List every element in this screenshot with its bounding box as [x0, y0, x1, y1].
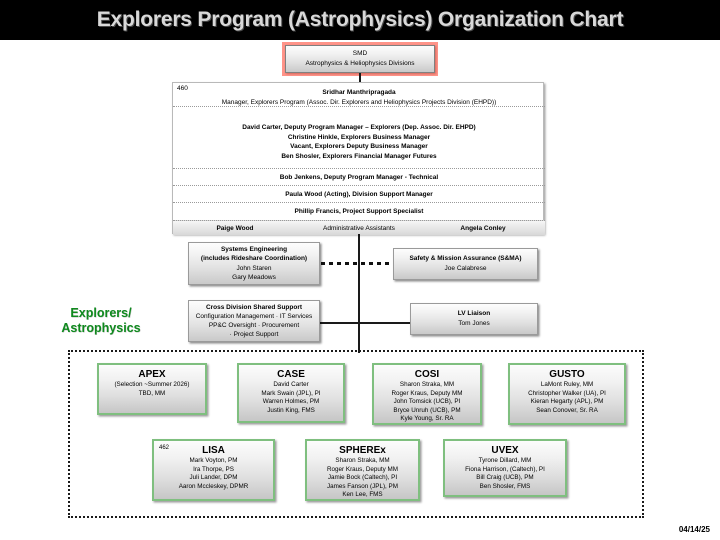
side-label-line1: Explorers/: [70, 306, 132, 320]
mission-box-spherex[interactable]: SPHEREx Sharon Straka, MM Roger Kraus, D…: [305, 439, 420, 501]
lv-liaison-box: LV Liaison Tom Jones: [410, 303, 538, 335]
program-office-panel: 460 Sridhar Manthripragada Manager, Expl…: [172, 82, 545, 235]
project-support-row: Phillip Francis, Project Support Special…: [173, 203, 545, 220]
connector-panel-trunk: [358, 234, 360, 353]
mission-member: Mark Swain (JPL), PI: [261, 389, 321, 397]
cross-division-shared-support-box: Cross Division Shared Support Configurat…: [188, 300, 320, 342]
mission-member: Bryce Unruh (UCB), PM: [393, 406, 461, 414]
page-title: Explorers Program (Astrophysics) Organiz…: [96, 8, 624, 31]
mission-member: (Selection ~Summer 2026): [114, 381, 190, 388]
safety-mission-assurance-box: Safety & Mission Assurance (S&MA) Joe Ca…: [393, 248, 538, 280]
mission-box-apex[interactable]: APEX (Selection ~Summer 2026) TBD, MM: [97, 363, 207, 415]
mission-box-gusto[interactable]: GUSTO LaMont Ruley, MM Christopher Walke…: [508, 363, 626, 425]
mission-title: UVEX: [491, 445, 519, 456]
cdss-line: PP&C Oversight · Procurement: [208, 322, 300, 329]
connector-se-sma-dotted: [321, 262, 393, 265]
staff-line: Ben Shosler, Explorers Financial Manager…: [281, 152, 437, 160]
admin-center-label: Administrative Assistants: [323, 224, 395, 232]
systems-engineering-box: Systems Engineering (includes Rideshare …: [188, 242, 320, 285]
cdss-line: Configuration Management · IT Services: [195, 313, 313, 320]
manager-role: Manager, Explorers Program (Assoc. Dir. …: [221, 98, 497, 106]
mission-member: TBD, MM: [138, 389, 166, 397]
mission-box-uvex[interactable]: UVEX Tyrone Dillard, MM Fiona Harrison, …: [443, 439, 567, 497]
mission-member: Bill Craig (UCB), PM: [476, 474, 534, 482]
tech-deputy-row: Bob Jenkens, Deputy Program Manager - Te…: [173, 169, 545, 186]
title-bar: Explorers Program (Astrophysics) Organiz…: [0, 0, 720, 40]
date-label: 04/14/25: [678, 525, 710, 534]
mission-member: Kyle Young, Sr. RA: [400, 415, 454, 423]
mission-member: Roger Kraus, Deputy MM: [326, 465, 399, 473]
sma-title: Safety & Mission Assurance (S&MA): [409, 255, 522, 262]
smd-box: SMD Astrophysics & Heliophysics Division…: [285, 45, 435, 73]
admin-left-name: Paige Wood: [216, 224, 254, 232]
connector-se-branch: [320, 322, 360, 324]
mission-code: 462: [159, 445, 170, 451]
smd-line1: SMD: [352, 50, 368, 57]
se-member: Gary Meadows: [232, 274, 276, 281]
mission-title: APEX: [138, 369, 166, 380]
staff-line: Christine Hinkle, Explorers Business Man…: [287, 133, 431, 141]
mission-member: Roger Kraus, Deputy MM: [391, 389, 463, 397]
mission-member: Jamie Bock (Caltech), PI: [327, 474, 398, 482]
mission-box-cosi[interactable]: COSI Sharon Straka, MM Roger Kraus, Depu…: [372, 363, 482, 425]
mission-box-case[interactable]: CASE David Carter Mark Swain (JPL), PI W…: [237, 363, 345, 423]
mission-member: Fiona Harrison, (Caltech), PI: [465, 465, 545, 473]
division-support-row: Paula Wood (Acting), Division Support Ma…: [173, 186, 545, 203]
mission-member: Ben Shosler, FMS: [479, 482, 531, 490]
mission-title: SPHEREx: [339, 445, 386, 456]
sma-member: Joe Calabrese: [444, 265, 487, 272]
explorers-astrophysics-label: Explorers/ Astrophysics: [36, 306, 166, 336]
panel-code: 460: [177, 85, 188, 92]
mission-member: Ken Lee, FMS: [342, 491, 383, 499]
se-member: John Staren: [236, 264, 272, 272]
mission-member: Sean Conover, Sr. RA: [536, 406, 598, 414]
lv-member: Tom Jones: [458, 320, 490, 327]
project-support-label: Phillip Francis, Project Support Special…: [294, 208, 424, 215]
connector-smd-to-panel: [359, 73, 361, 83]
manager-section: Sridhar Manthripragada Manager, Explorer…: [173, 85, 545, 107]
mission-box-lisa[interactable]: 462 LISA Mark Voyton, PM Ira Thorpe, PS …: [152, 439, 275, 501]
mission-member: Kieran Hegarty (APL), PM: [530, 398, 604, 406]
admin-right-name: Angela Conley: [460, 224, 506, 232]
mission-member: Aaron Mccleskey, DPMR: [178, 482, 249, 490]
mission-member: Justin King, FMS: [267, 406, 315, 414]
se-title-line1: Systems Engineering: [220, 245, 288, 253]
mission-member: LaMont Ruley, MM: [540, 381, 594, 388]
smd-line2: Astrophysics & Heliophysics Divisions: [305, 60, 415, 67]
staff-line: David Carter, Deputy Program Manager – E…: [242, 124, 476, 131]
mission-member: Sharon Straka, MM: [399, 381, 455, 388]
deputy-staff-section: David Carter, Deputy Program Manager – E…: [173, 109, 545, 169]
mission-member: James Fanson (JPL), PM: [326, 482, 399, 490]
mission-group-border: [68, 350, 644, 518]
tech-deputy-label: Bob Jenkens, Deputy Program Manager - Te…: [279, 174, 439, 181]
mission-member: Mark Voyton, PM: [189, 457, 238, 464]
mission-title: LISA: [202, 445, 225, 456]
mission-member: Sharon Straka, MM: [335, 457, 390, 464]
mission-member: Ira Thorpe, PS: [193, 465, 234, 473]
mission-member: Juli Lander, DPM: [189, 474, 238, 482]
cdss-title: Cross Division Shared Support: [205, 304, 303, 311]
mission-member: Christopher Walker (UA), PI: [528, 389, 606, 397]
mission-title: CASE: [277, 369, 305, 380]
mission-title: GUSTO: [549, 369, 585, 380]
side-label-line2: Astrophysics: [61, 321, 141, 335]
mission-title: COSI: [414, 369, 440, 380]
cdss-line: · Project Support: [229, 331, 279, 338]
mission-member: John Tomsick (UCB), PI: [393, 398, 461, 406]
division-support-label: Paula Wood (Acting), Division Support Ma…: [285, 191, 433, 198]
lv-title: LV Liaison: [457, 310, 491, 317]
mission-member: David Carter: [273, 381, 309, 388]
connector-lv-branch: [358, 322, 412, 324]
staff-line: Vacant, Explorers Deputy Business Manage…: [290, 143, 428, 150]
mission-member: Warren Holmes, PM: [262, 398, 320, 406]
se-title-line2: (includes Rideshare Coordination): [200, 255, 308, 262]
administrative-assistants-row: Paige Wood Administrative Assistants Ang…: [173, 220, 545, 235]
manager-name: Sridhar Manthripragada: [322, 89, 396, 96]
mission-member: Tyrone Dillard, MM: [478, 457, 532, 464]
